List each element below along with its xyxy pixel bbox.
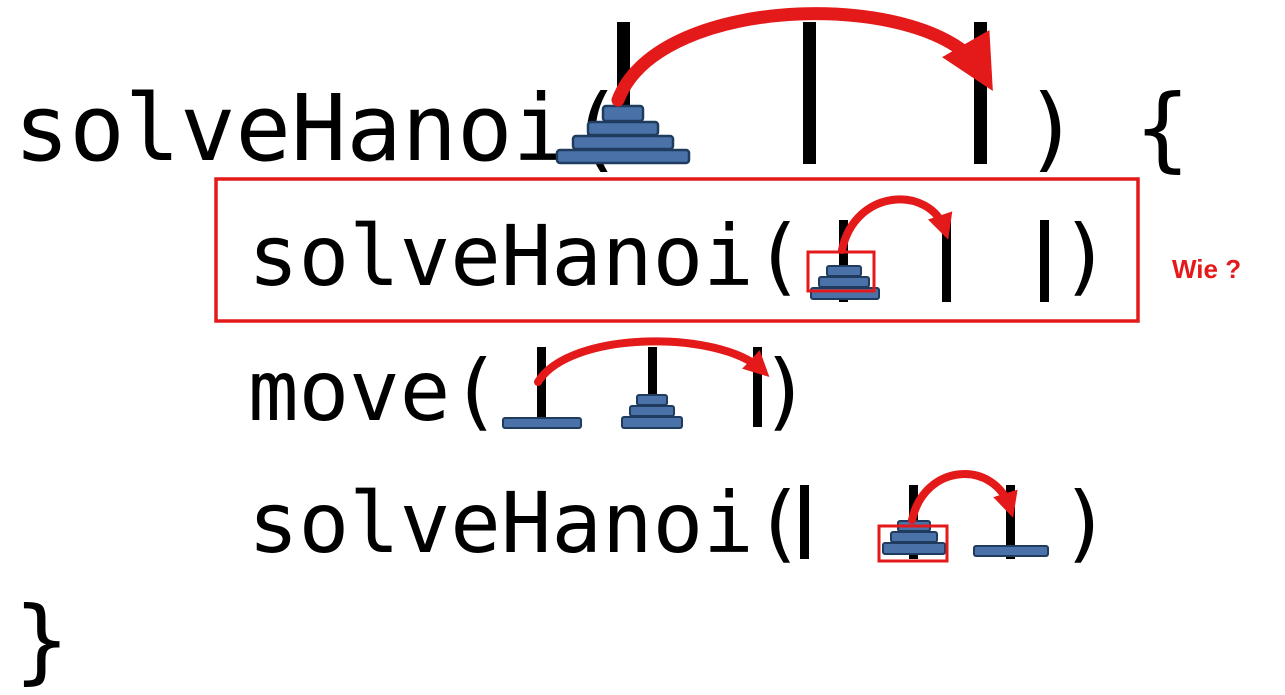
move-arrow-inner-2 xyxy=(908,470,1018,524)
inner2-peg-c xyxy=(973,485,1049,559)
disk-1 xyxy=(601,104,645,123)
move-peg-b xyxy=(621,347,683,429)
move-arrow-inner-1 xyxy=(838,195,953,254)
annotation-wie: Wie ? xyxy=(1172,254,1241,284)
recursive-close-1-text: ) xyxy=(1060,207,1111,305)
move-peg-c xyxy=(753,347,762,427)
inner1-peg-a xyxy=(806,220,880,302)
disk-1 xyxy=(636,394,668,406)
disk-3 xyxy=(621,416,683,429)
inner1-peg-c xyxy=(1040,220,1049,302)
disk-2 xyxy=(629,405,675,417)
disk-3 xyxy=(571,134,675,151)
subtower-highlight-box-2 xyxy=(877,524,949,563)
inner2-peg-a xyxy=(800,485,809,559)
disk-2 xyxy=(890,531,938,543)
recursive-call-1-text: solveHanoi( xyxy=(248,207,804,305)
recursive-call-2-text: solveHanoi( xyxy=(248,474,804,572)
highlight-box-first-recursion xyxy=(214,177,1140,323)
move-arrow-move xyxy=(534,337,770,386)
move-close-text: ) xyxy=(760,342,811,440)
disk-4 xyxy=(555,148,691,165)
closing-brace-text: } xyxy=(14,587,69,694)
disk-2 xyxy=(586,120,660,137)
outer-peg-c xyxy=(974,22,987,164)
disk-3 xyxy=(882,542,946,555)
disk-2 xyxy=(818,276,870,288)
outer-peg-a xyxy=(555,22,691,165)
outer-close-text: ) { xyxy=(1024,75,1190,182)
inner1-peg-b xyxy=(942,220,951,302)
disk-1 xyxy=(826,265,862,277)
disk-4 xyxy=(973,545,1049,557)
move-call-text: move( xyxy=(248,342,501,440)
outer-peg-b xyxy=(803,22,816,164)
move-arrow-outer xyxy=(611,7,993,107)
recursive-close-2-text: ) xyxy=(1060,474,1111,572)
outer-call-text: solveHanoi( xyxy=(14,75,623,182)
disk-4 xyxy=(502,417,582,429)
move-peg-a xyxy=(502,347,582,429)
